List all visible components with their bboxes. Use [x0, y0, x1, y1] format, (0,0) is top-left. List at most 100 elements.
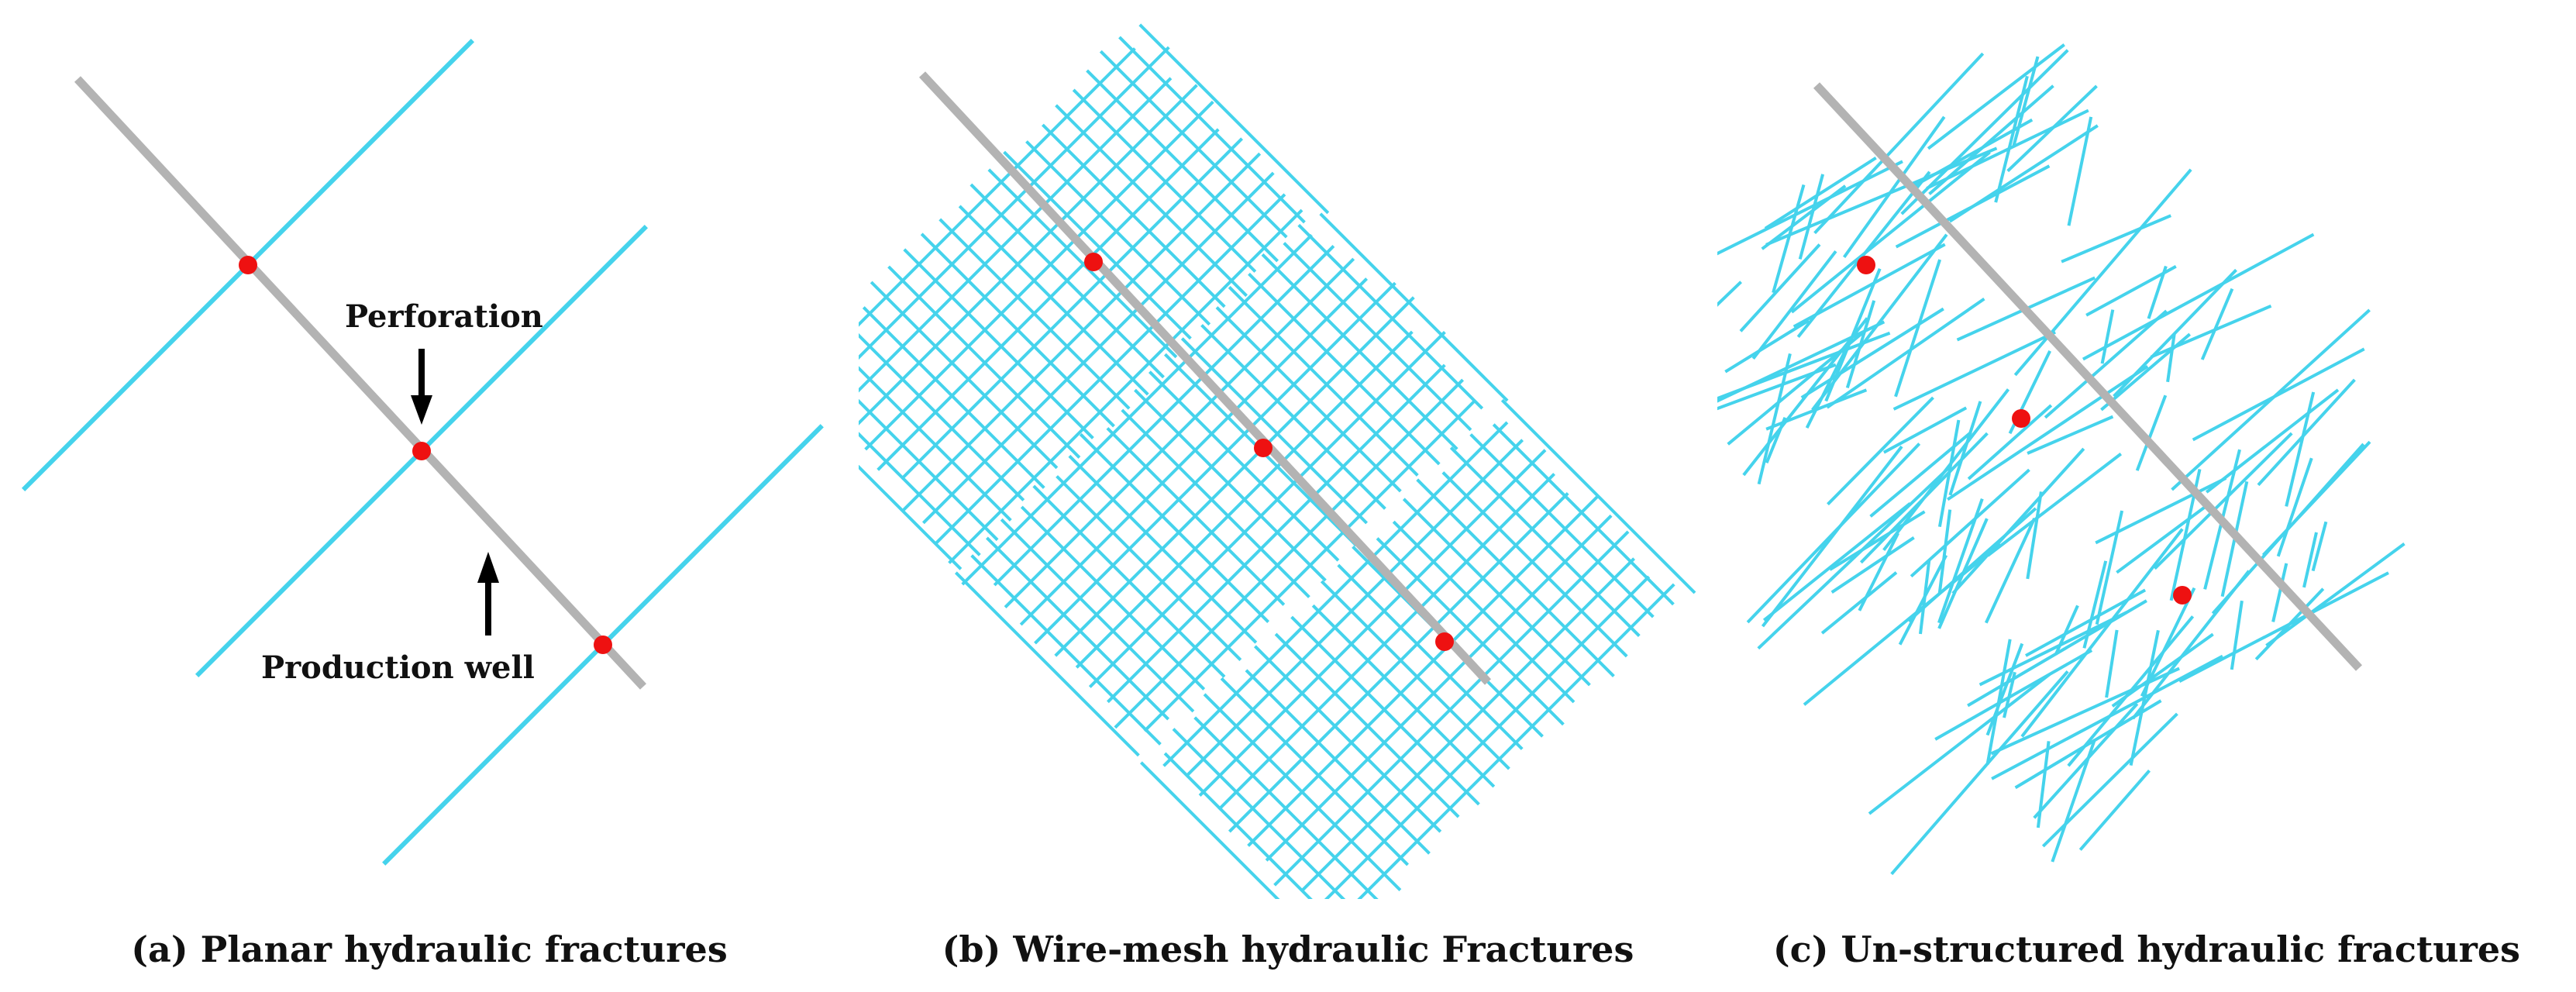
- mesh-line: [1469, 433, 1655, 618]
- unstructured-fracture-line: [1868, 673, 2051, 815]
- unstructured-fracture-line: [2095, 477, 2227, 545]
- unstructured-fracture-line: [1790, 150, 1991, 314]
- unstructured-fracture-line: [1751, 250, 1837, 360]
- mesh-line: [1193, 716, 1379, 899]
- perforation-points: [1857, 256, 2192, 604]
- mesh-line: [987, 168, 1178, 359]
- unstructured-fracture-line: [1985, 639, 2012, 765]
- mesh-line: [1402, 498, 1591, 687]
- mesh-line: [970, 554, 1162, 746]
- mesh-line: [1106, 427, 1286, 606]
- mesh-line: [1320, 580, 1510, 770]
- mesh-line: [1200, 324, 1386, 510]
- mesh-line: [870, 281, 1059, 470]
- mesh-line: [1500, 398, 1696, 594]
- mesh-line: [1449, 446, 1641, 638]
- unstructured-fracture-line: [2171, 308, 2371, 491]
- unstructured-fracture-line: [1764, 157, 1877, 230]
- mesh-line: [1203, 693, 1402, 892]
- unstructured-fracture-line: [2166, 333, 2176, 383]
- unstructured-fracture-line: [1937, 498, 1984, 624]
- mesh-line: [985, 536, 1170, 721]
- unstructured-fracture-line: [1830, 536, 1915, 594]
- mesh-line: [1000, 518, 1195, 713]
- mesh-line: [1072, 88, 1257, 273]
- mesh-line: [859, 84, 1198, 425]
- unstructured-fracture-line: [1717, 331, 1891, 401]
- mesh-line: [1337, 563, 1524, 750]
- production-well-line: [918, 71, 1492, 685]
- mesh-line: [1056, 475, 1242, 662]
- panel-b-wire-mesh-fractures: [859, 23, 1696, 899]
- unstructured-fracture-line: [1800, 307, 1944, 399]
- unstructured-fracture-line: [1967, 599, 2147, 708]
- perforation-point: [1254, 439, 1273, 457]
- unstructured-fracture-line: [1985, 642, 2024, 736]
- unstructured-fracture-line: [2254, 587, 2325, 661]
- unstructured-fracture-line: [1869, 431, 1972, 518]
- unstructured-fracture-line: [1890, 670, 2069, 876]
- mesh-line: [859, 464, 963, 570]
- caption-b: (b) Wire-mesh hydraulic Fractures: [942, 928, 1634, 970]
- perforation-point: [1435, 632, 1454, 651]
- unstructured-fracture-line: [2178, 571, 2389, 683]
- perforation-point: [2012, 409, 2030, 428]
- unstructured-fractures: [1717, 43, 2406, 876]
- mesh-line: [1245, 669, 1431, 855]
- unstructured-fracture-line: [1882, 406, 1968, 454]
- unstructured-fracture-line: [2271, 563, 2288, 622]
- unstructured-fracture-line: [2205, 388, 2340, 494]
- unstructured-fracture-line: [1948, 124, 2099, 223]
- panel-a-planar-fractures: Perforation Production well: [21, 38, 824, 866]
- mesh-line: [1492, 423, 1675, 606]
- unstructured-fracture-line: [1984, 518, 2037, 624]
- unstructured-fracture-line: [2105, 629, 2119, 698]
- mesh-line: [1041, 123, 1226, 308]
- mesh-line: [1134, 388, 1327, 582]
- mesh-line: [859, 77, 1173, 393]
- unstructured-fracture-line: [2265, 542, 2406, 647]
- mesh-line: [862, 306, 1045, 489]
- production-well-label: Production well: [261, 649, 535, 686]
- unstructured-fracture-line: [2135, 394, 2168, 471]
- mesh-line: [1228, 285, 1419, 477]
- mesh-line: [1172, 728, 1346, 899]
- unstructured-fracture-line: [2067, 615, 2195, 767]
- mesh-line: [1138, 23, 1330, 215]
- mesh-line: [1034, 281, 1396, 645]
- unstructured-fracture-line: [1927, 43, 2065, 150]
- unstructured-fracture-line: [2036, 741, 2051, 828]
- mesh-line: [961, 233, 1313, 586]
- mesh-line: [876, 128, 1220, 471]
- unstructured-fracture-line: [2078, 769, 2151, 851]
- mesh-line: [938, 218, 1131, 410]
- unstructured-fracture-line: [1820, 571, 1898, 635]
- unstructured-fracture-line: [1894, 259, 1942, 398]
- unstructured-fracture-line: [2051, 739, 2096, 863]
- mesh-line: [1416, 478, 1615, 678]
- mesh-line: [1020, 505, 1206, 691]
- unstructured-fracture-line: [1948, 401, 1982, 496]
- unstructured-fracture-line: [2276, 457, 2313, 557]
- mesh-line: [920, 232, 1115, 428]
- unstructured-fracture-line: [1739, 243, 1821, 332]
- mesh-line: [859, 332, 1025, 501]
- mesh-line: [859, 47, 1136, 327]
- unstructured-fracture-line: [2111, 632, 2214, 708]
- unstructured-fracture-line: [1746, 443, 1921, 624]
- caption-c: (c) Un-structured hydraulic fractures: [1772, 928, 2521, 970]
- unstructured-fracture-line: [1772, 184, 1806, 294]
- mesh-line: [1054, 296, 1415, 657]
- mesh-line: [993, 244, 1335, 587]
- unstructured-fracture-line: [1947, 365, 2149, 501]
- production-well-line: [74, 76, 647, 690]
- production-well-arrow: [477, 552, 499, 636]
- mesh-line: [859, 432, 981, 556]
- mesh-line: [1148, 370, 1340, 562]
- unstructured-fracture-line: [1717, 160, 1903, 256]
- mesh-line: [859, 398, 999, 542]
- unstructured-fracture-line: [1892, 330, 2056, 411]
- mesh-line: [969, 183, 1165, 379]
- unstructured-fracture-line: [2100, 309, 2115, 364]
